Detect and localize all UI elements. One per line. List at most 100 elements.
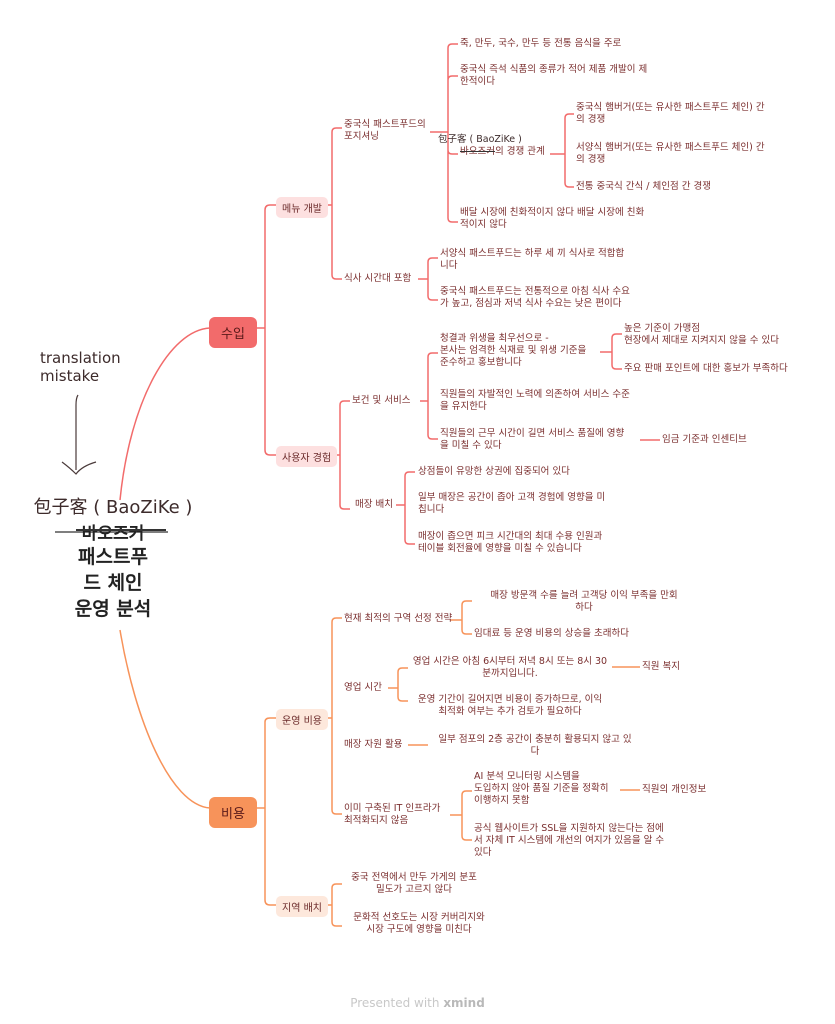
- node-staff-welfare[interactable]: 직원 복지: [642, 661, 680, 672]
- node-delivery-unfriendly[interactable]: 배달 시장에 친화적이지 않다 배달 시장에 친화 적이지 않다: [460, 207, 644, 231]
- text-line: 공식 웹사이트가 SSL을 지원하지 않는다는 점에: [474, 823, 664, 834]
- node-work-hours[interactable]: 직원들의 근무 시간이 길면 서비스 품질에 영향 을 미칠 수 있다: [440, 428, 624, 452]
- translation-mistake-note: translation mistake: [40, 349, 121, 385]
- node-second-floor[interactable]: 일부 점포의 2층 공간이 충분히 활용되지 않고 있 다: [430, 734, 640, 758]
- text-line: 적이지 않다: [460, 219, 507, 230]
- text-line: 분까지입니다.: [482, 668, 538, 679]
- central-struck-title: 바오즈커: [75, 519, 167, 544]
- node-staff-privacy[interactable]: 직원의 개인정보: [642, 784, 707, 795]
- text-line: 배달 시장에 친화적이지 않다 배달 시장에 친화: [460, 207, 645, 218]
- node-western-burger-competition[interactable]: 서양식 햄버거(또는 유사한 패스트푸드 체인) 간 의 경쟁: [576, 142, 765, 166]
- text-line: 의 경쟁: [576, 114, 606, 125]
- node-snack-competition[interactable]: 전통 중국식 간식 / 체인점 간 경쟁: [576, 181, 711, 192]
- text-line: 하다: [575, 602, 593, 613]
- node-cultural-preference[interactable]: 문화적 선호도는 시장 커버리지와 시장 구도에 영향을 미친다: [344, 912, 494, 936]
- node-it-infra[interactable]: 이미 구축된 IT 인프라가 최적화되지 않음: [344, 803, 440, 827]
- text-line: 이미 구축된 IT 인프라가: [344, 803, 441, 814]
- note-line-2: mistake: [40, 367, 100, 385]
- text-line: 문화적 선호도는 시장 커버리지와: [353, 912, 485, 923]
- node-hours-detail[interactable]: 영업 시간은 아침 6시부터 저녁 8시 또는 8시 30 분까지입니다.: [410, 656, 610, 680]
- node-positioning[interactable]: 중국식 패스트푸드의 포지셔닝: [344, 119, 426, 143]
- struck-text: 바오즈커: [81, 524, 145, 544]
- text-line: 서양식 햄버거(또는 유사한 패스트푸드 체인) 간: [576, 142, 765, 153]
- text-line: 도입하지 않아 품질 기준을 정확히: [474, 783, 609, 794]
- central-topic[interactable]: 包子客 ( BaoZiKe ) 바오즈커 패스트푸 드 체인 운영 분석: [18, 493, 208, 622]
- text-line: 현장에서 제대로 지켜지지 않을 수 있다: [624, 335, 779, 346]
- central-title-line-1: 패스트푸: [78, 546, 148, 568]
- topic-revenue[interactable]: 수입: [209, 317, 257, 348]
- text-line: 서양식 패스트푸드는 하루 세 끼 식사로 적합합: [440, 248, 625, 259]
- text-line: 직원들의 자발적인 노력에 의존하여 서비스 수준: [440, 389, 630, 400]
- text-line: 의 경쟁 관계: [494, 146, 545, 157]
- node-ssl[interactable]: 공식 웹사이트가 SSL을 지원하지 않는다는 점에 서 자체 IT 시스템에 …: [474, 823, 664, 859]
- text-line: 서 자체 IT 시스템에 개선의 여지가 있음을 알 수: [474, 835, 665, 846]
- handwritten-correction: 包子客 ( BaoZiKe ): [438, 134, 522, 145]
- node-ai-monitoring[interactable]: AI 분석 모니터링 시스템을 도입하지 않아 품질 기준을 정확히 이행하지 …: [474, 771, 608, 807]
- node-promotion-lacking[interactable]: 주요 판매 포인트에 대한 홍보가 부족하다: [624, 363, 788, 374]
- connector-center-revenue: [119, 327, 211, 501]
- text-line: 매장이 좁으면 피크 시간대의 최대 수용 인원과: [418, 531, 603, 542]
- node-meal-time[interactable]: 식사 시간대 포함: [344, 273, 412, 284]
- node-hygiene[interactable]: 청결과 위생을 최우선으로 - 본사는 엄격한 식재료 및 위생 기준을 준수하…: [440, 333, 586, 369]
- text-line: 밀도가 고르지 않다: [376, 884, 452, 895]
- text-line: 중국식 패스트푸드는 전통적으로 아침 식사 수요: [440, 286, 630, 297]
- text-line: 이행하지 못함: [474, 795, 530, 806]
- footer-prefix: Presented with: [350, 996, 440, 1010]
- node-competition[interactable]: 包子客 ( BaoZiKe ) 바오즈커의 경쟁 관계: [438, 134, 545, 158]
- text-line: 최적화 여부는 추가 검토가 필요하다: [438, 706, 582, 717]
- node-store-layout[interactable]: 매장 배치: [355, 499, 393, 510]
- text-line: 을 유지한다: [440, 401, 487, 412]
- strike-line: [75, 529, 167, 531]
- node-zone-strategy[interactable]: 현재 최적의 구역 선정 전략: [344, 613, 453, 624]
- down-arrow-icon: [61, 394, 97, 475]
- node-resource-use[interactable]: 매장 자원 활용: [344, 739, 403, 750]
- text-line: 직원들의 근무 시간이 길면 서비스 품질에 영향: [440, 428, 625, 439]
- subtopic-menu-dev[interactable]: 메뉴 개발: [276, 197, 328, 218]
- text-line: 운영 기간이 길어지면 비용이 증가하므로, 이익: [417, 694, 603, 705]
- node-traditional-food[interactable]: 죽, 만두, 국수, 만두 등 전통 음식을 주로: [460, 38, 622, 49]
- node-prime-area[interactable]: 상점들이 유망한 상권에 집중되어 있다: [418, 466, 570, 477]
- text-line: 중국식 햄버거(또는 유사한 패스트푸드 체인) 간: [576, 102, 765, 113]
- node-western-three-meals[interactable]: 서양식 패스트푸드는 하루 세 끼 식사로 적합합 니다: [440, 248, 624, 272]
- text-line: AI 분석 모니터링 시스템을: [474, 771, 580, 782]
- node-peak-capacity[interactable]: 매장이 좁으면 피크 시간대의 최대 수용 인원과 테이블 회전율에 영향을 미…: [418, 531, 602, 555]
- node-staff-effort[interactable]: 직원들의 자발적인 노력에 의존하여 서비스 수준 을 유지한다: [440, 389, 630, 413]
- text-line: 일부 매장은 공간이 좁아 고객 경험에 영향을 미: [418, 492, 606, 503]
- footer-branding: Presented with xmind: [0, 996, 835, 1010]
- subtopic-regional[interactable]: 지역 배치: [276, 896, 328, 917]
- struck-text: 바오즈커: [460, 146, 495, 157]
- text-line: 다: [530, 746, 540, 757]
- node-rent-rise[interactable]: 임대료 등 운영 비용의 상승을 초래하다: [474, 628, 629, 639]
- text-line: 중국 전역에서 만두 가게의 분포: [351, 872, 477, 883]
- node-narrow-space[interactable]: 일부 매장은 공간이 좁아 고객 경험에 영향을 미 칩니다: [418, 492, 605, 516]
- node-chinese-burger-competition[interactable]: 중국식 햄버거(또는 유사한 패스트푸드 체인) 간 의 경쟁: [576, 102, 765, 126]
- node-health-service[interactable]: 보건 및 서비스: [352, 395, 411, 406]
- text-line: 의 경쟁: [576, 154, 606, 165]
- node-increase-visitors[interactable]: 매장 방문객 수를 늘려 고객당 이익 부족을 만회 하다: [474, 590, 694, 614]
- node-wage-incentive[interactable]: 임금 기준과 인센티브: [662, 434, 747, 445]
- node-longer-hours-cost[interactable]: 운영 기간이 길어지면 비용이 증가하므로, 이익 최적화 여부는 추가 검토가…: [410, 694, 610, 718]
- central-title-line-3: 운영 분석: [74, 598, 152, 620]
- text-line: 시장 구도에 영향을 미친다: [366, 924, 472, 935]
- central-handwritten-title: 包子客 ( BaoZiKe ): [33, 497, 193, 518]
- text-line: 본사는 엄격한 식재료 및 위생 기준을: [440, 345, 587, 356]
- text-line: 일부 점포의 2층 공간이 충분히 활용되지 않고 있: [438, 734, 632, 745]
- text-line: 준수하고 홍보합니다: [440, 357, 522, 368]
- node-uneven-density[interactable]: 중국 전역에서 만두 가게의 분포 밀도가 고르지 않다: [344, 872, 484, 896]
- text-line: 높은 기준이 가맹점: [624, 323, 700, 334]
- subtopic-operating-cost[interactable]: 운영 비용: [276, 709, 328, 730]
- central-title-line-2: 드 체인: [83, 572, 143, 594]
- text-line: 최적화되지 않음: [344, 815, 409, 826]
- node-few-instant-food[interactable]: 중국식 즉석 식품의 종류가 적어 제품 개발이 제 한적이다: [460, 64, 647, 88]
- text-line: 가 높고, 점심과 저녁 식사 수요는 낮은 편이다: [440, 298, 622, 309]
- text-line: 매장 방문객 수를 늘려 고객당 이익 부족을 만회: [490, 590, 678, 601]
- topic-cost[interactable]: 비용: [209, 797, 257, 828]
- node-business-hours[interactable]: 영업 시간: [344, 682, 382, 693]
- text-line: 을 미칠 수 있다: [440, 440, 502, 451]
- node-franchise-standard[interactable]: 높은 기준이 가맹점 현장에서 제대로 지켜지지 않을 수 있다: [624, 323, 779, 347]
- note-line-1: translation: [40, 349, 121, 367]
- connector-center-cost: [119, 629, 211, 809]
- subtopic-user-exp[interactable]: 사용자 경험: [276, 446, 338, 467]
- text-line: 칩니다: [418, 504, 445, 515]
- node-chinese-breakfast[interactable]: 중국식 패스트푸드는 전통적으로 아침 식사 수요 가 높고, 점심과 저녁 식…: [440, 286, 630, 310]
